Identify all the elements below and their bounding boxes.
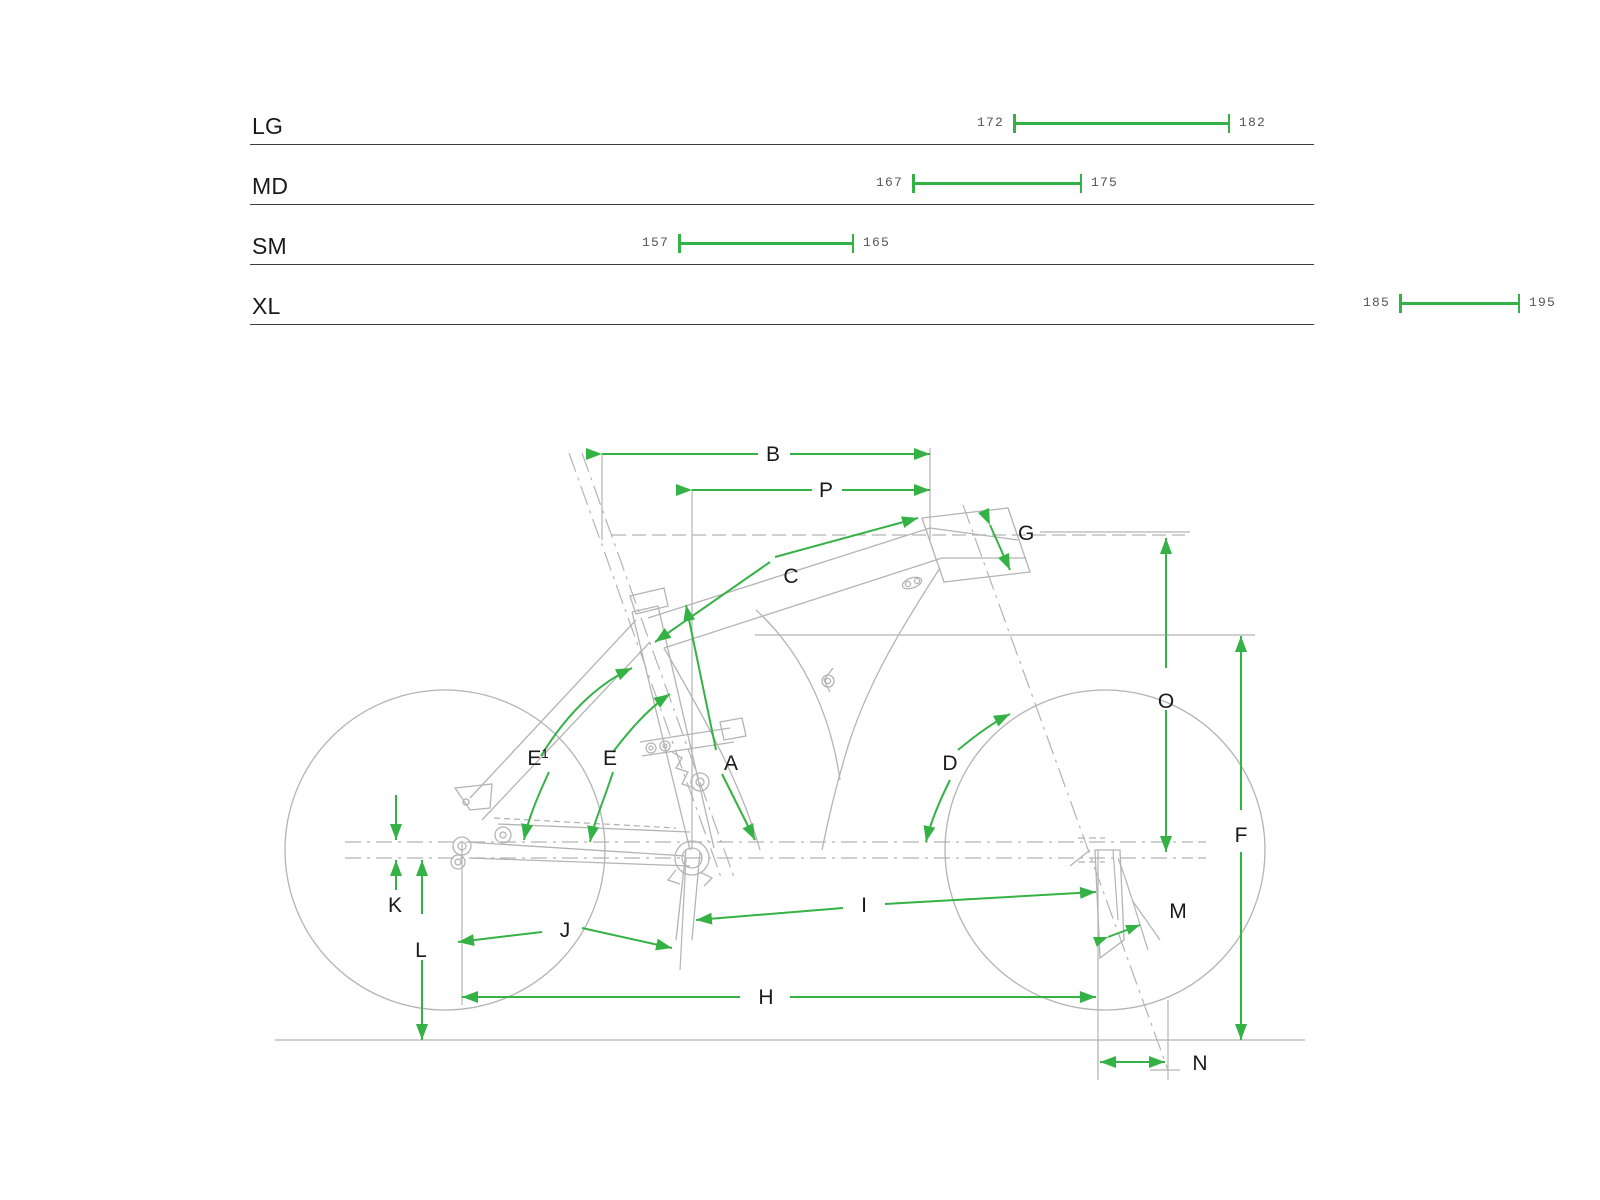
- range-max-xl: 195: [1529, 295, 1557, 310]
- bicycle-line-art: [275, 448, 1305, 1080]
- size-range-lg: 172 182: [977, 112, 1265, 134]
- dimension-label-E: E: [603, 747, 617, 770]
- dimension-label-P: P: [819, 479, 833, 502]
- dimension-label-N: N: [1192, 1052, 1207, 1075]
- bike-geometry-drawing: B P C G: [0, 380, 1600, 1140]
- dimension-label-F: F: [1235, 824, 1248, 847]
- range-min-sm: 157: [641, 235, 669, 250]
- dimension-E: E: [587, 693, 671, 843]
- dimension-label-E1: E1: [527, 746, 548, 770]
- size-label-sm: SM: [252, 233, 287, 259]
- dimension-C: C: [654, 516, 919, 643]
- range-bar-md: [912, 182, 1082, 185]
- range-bar-sm: [678, 242, 854, 245]
- size-range-xl: 185 195: [1363, 292, 1555, 314]
- dimension-label-G: G: [1018, 522, 1034, 545]
- range-cap-right-lg: [1227, 114, 1230, 133]
- size-range-md: 167 175: [876, 172, 1117, 194]
- dimension-label-A: A: [724, 752, 738, 775]
- size-row-lg: LG 172 182: [250, 85, 1314, 145]
- dimension-M: M: [1093, 900, 1187, 947]
- size-row-md: MD 167 175: [250, 145, 1314, 205]
- dimension-I: I: [695, 886, 1097, 925]
- size-row-xl: XL 185 195: [250, 265, 1555, 325]
- dimension-K: K: [388, 795, 402, 917]
- range-min-md: 167: [875, 175, 903, 190]
- dimension-E1: E1: [521, 667, 633, 841]
- dimension-label-K: K: [388, 894, 402, 917]
- range-bar-lg: [1013, 122, 1230, 125]
- dimension-D: D: [923, 713, 1011, 843]
- dimension-label-J: J: [560, 919, 571, 942]
- range-cap-right-xl: [1517, 294, 1520, 313]
- dimension-L: L: [415, 860, 428, 1040]
- size-row-sm: SM 157 165: [250, 205, 1314, 265]
- dimension-label-M: M: [1169, 900, 1187, 923]
- range-max-md: 175: [1091, 175, 1119, 190]
- dimension-label-B: B: [766, 443, 780, 466]
- dimension-F: F: [1235, 636, 1248, 1040]
- dimension-A: A: [683, 604, 756, 841]
- dimension-H: H: [462, 986, 1096, 1009]
- dimension-B: B: [586, 443, 930, 466]
- size-label-lg: LG: [252, 113, 284, 139]
- dimension-label-C: C: [783, 565, 798, 588]
- range-min-lg: 172: [976, 115, 1004, 130]
- range-max-sm: 165: [863, 235, 891, 250]
- dimension-J: J: [457, 919, 673, 951]
- dimension-O: O: [1158, 538, 1174, 852]
- size-range-table: LG 172 182 MD 167 175 SM 15: [250, 85, 1555, 325]
- size-label-md: MD: [252, 173, 289, 199]
- range-min-xl: 185: [1362, 295, 1390, 310]
- dimension-label-D: D: [942, 752, 957, 775]
- size-range-sm: 157 165: [642, 232, 889, 254]
- dimension-label-L: L: [415, 939, 427, 962]
- dimension-G: G: [978, 507, 1034, 571]
- range-cap-right-md: [1079, 174, 1082, 193]
- dimension-label-H: H: [758, 986, 773, 1009]
- range-cap-right-sm: [851, 234, 854, 253]
- dimension-label-I: I: [861, 894, 867, 917]
- dimension-N: N: [1100, 1052, 1208, 1075]
- dimension-P: P: [676, 479, 930, 502]
- range-bar-xl: [1399, 302, 1520, 305]
- dimension-label-O: O: [1158, 690, 1174, 713]
- range-max-lg: 182: [1239, 115, 1267, 130]
- size-label-xl: XL: [252, 293, 281, 319]
